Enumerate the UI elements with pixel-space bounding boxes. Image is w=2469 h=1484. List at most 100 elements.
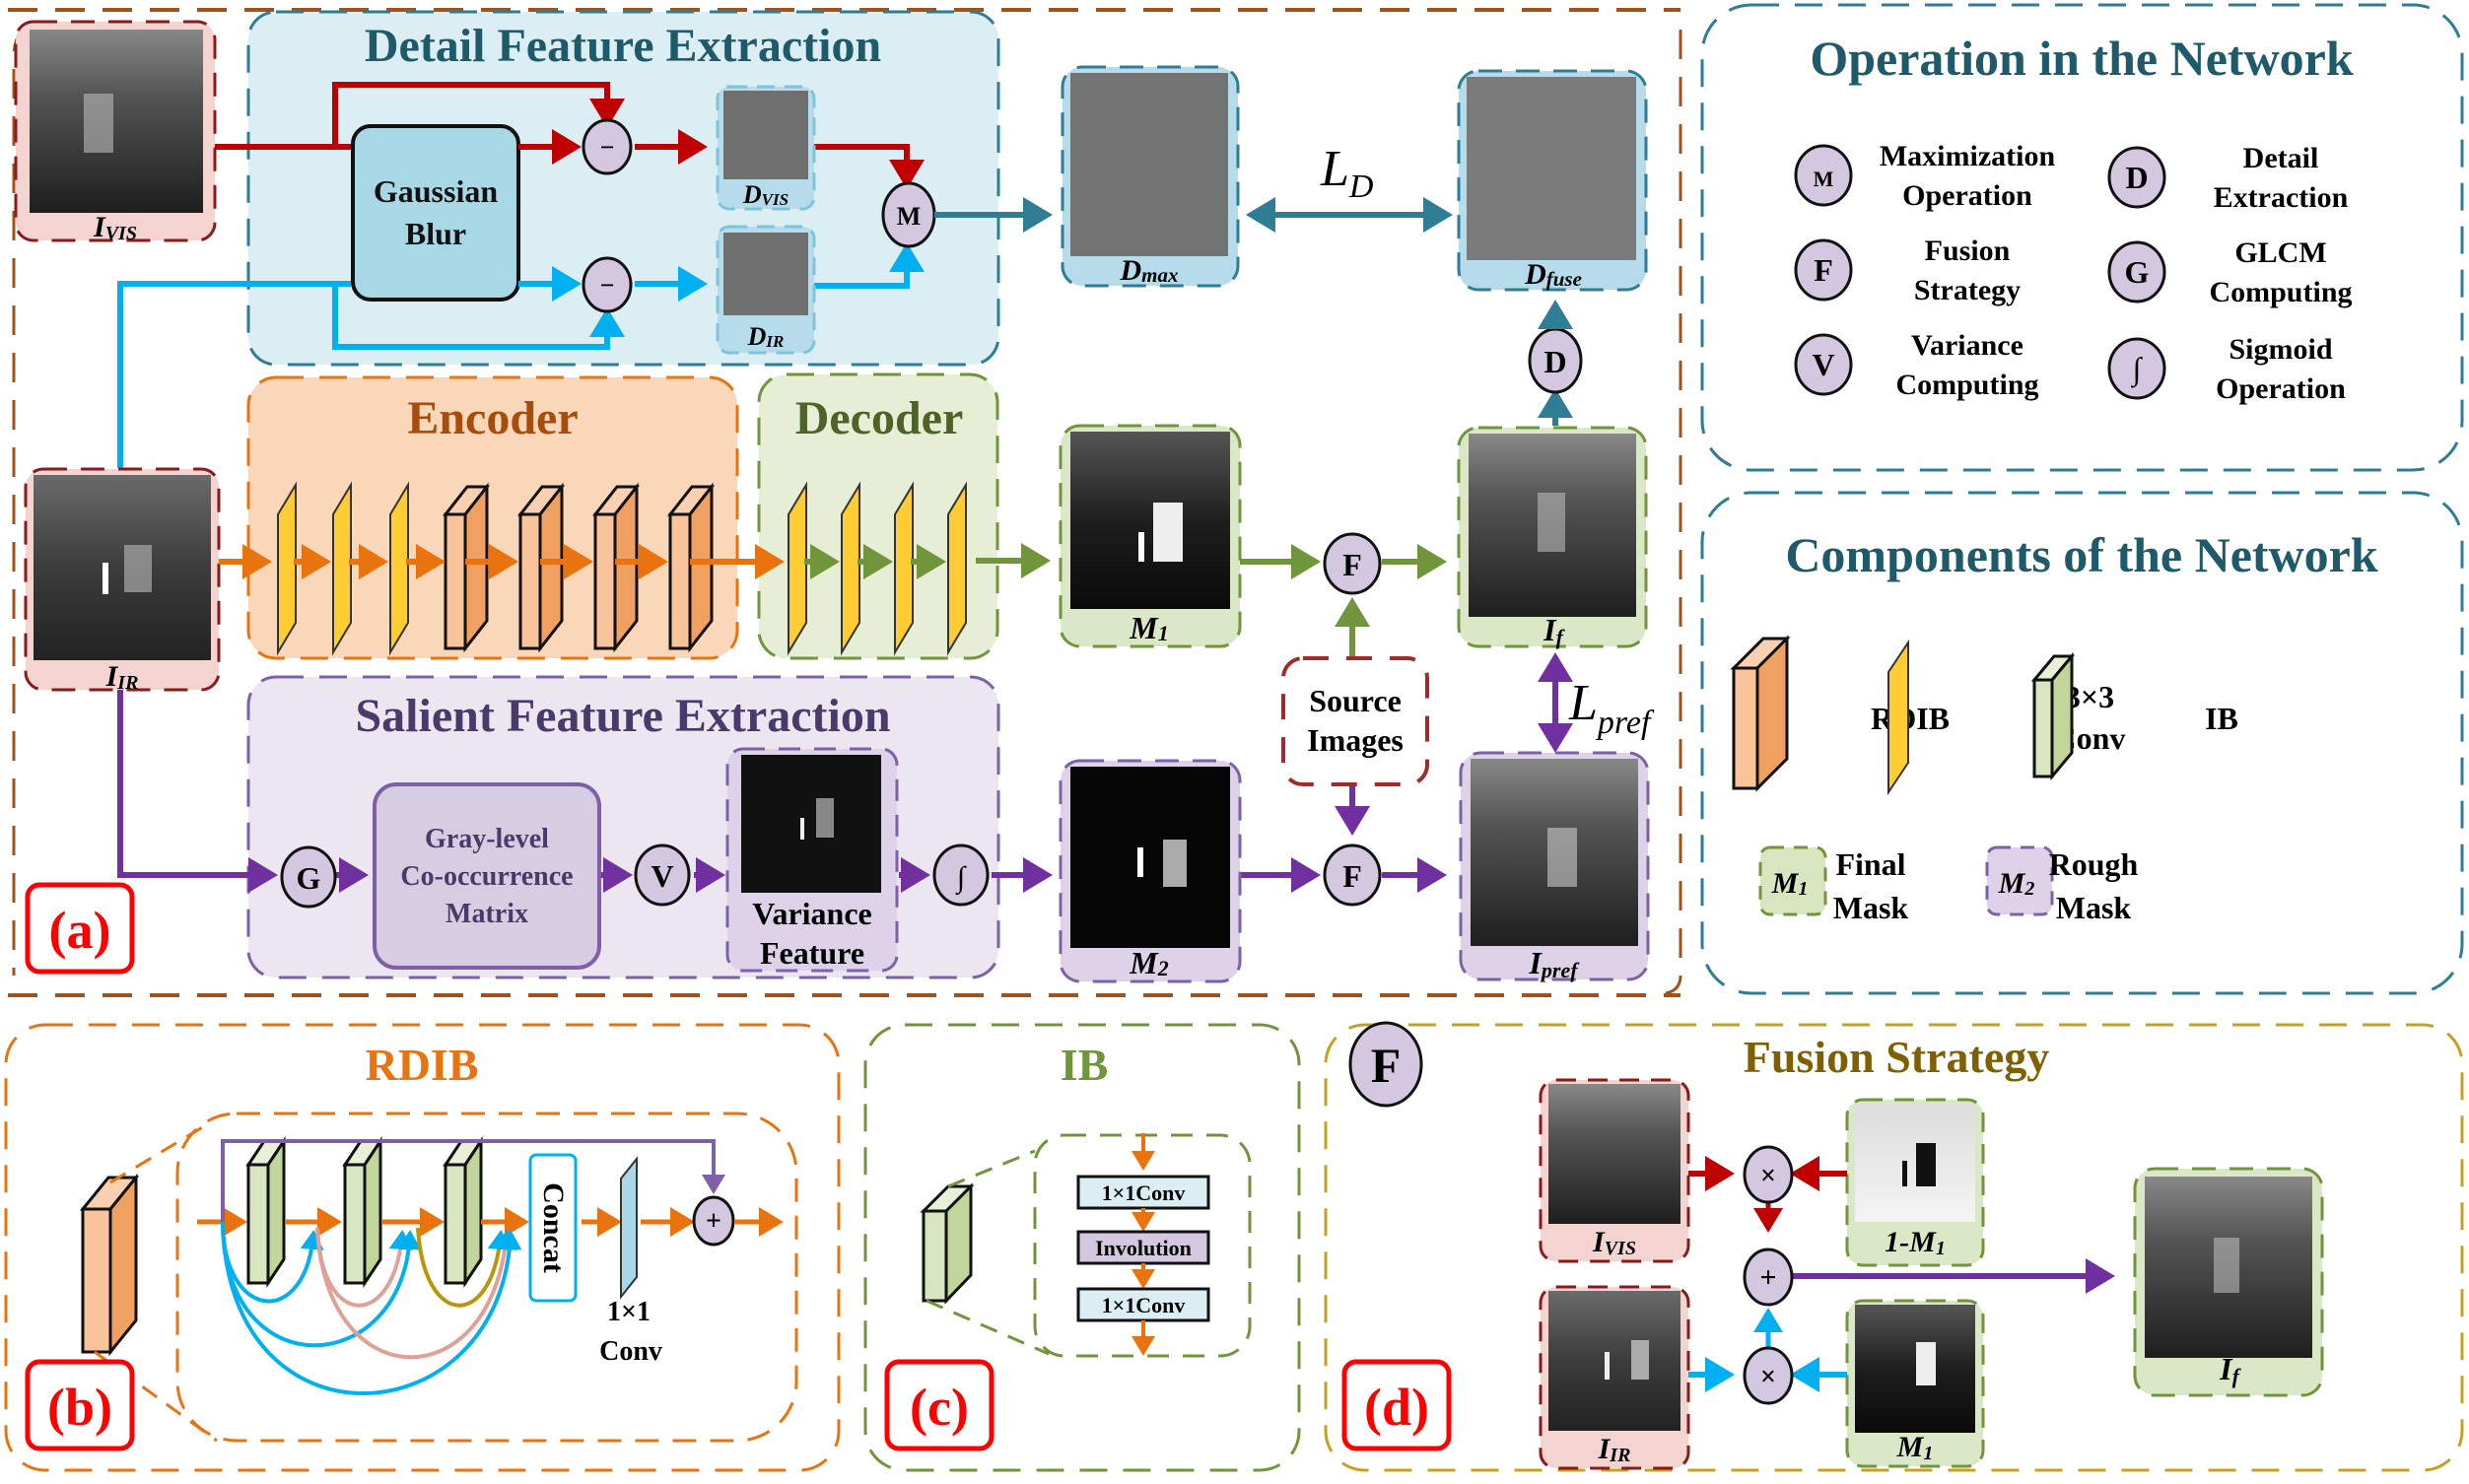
panel-c-tag-label: (c) [910,1378,969,1437]
ib-layer [342,1136,383,1288]
conv3x3-layer [332,481,352,656]
rdib-zoom-lines [94,1112,798,1443]
conv3x3-layer [841,481,860,656]
dense-connection-path [416,1227,512,1308]
source-images-box [1281,656,1429,786]
ib-step-label: Involution [1095,1236,1192,1260]
operation-symbol-icon [2107,146,2166,209]
m2-tile [1059,759,1242,983]
subtract-op-vis-label: − [600,133,615,162]
loss-d-label: LD [1320,141,1374,205]
d-one-minus-m1-image [1855,1104,1975,1222]
conv3x3-legend-icon [1887,639,1909,796]
operation-panel [1700,3,2464,472]
operation-symbol-icon [2107,337,2166,400]
d-i-vis-image [1548,1084,1680,1224]
operation-name-line1: Variance [1911,329,2023,362]
d-vis-tile [716,85,816,211]
conv3x3-layer [277,481,297,656]
add-op-label: + [1759,1261,1776,1294]
d-i-ir-image [1548,1291,1680,1431]
dense-connection-path [315,1227,517,1360]
ib-layer [443,1136,484,1288]
d-i-f-label: If [2219,1351,2241,1388]
panel-b-frame [4,1023,841,1472]
operation-symbol: G [2125,254,2150,290]
subtract-op-ir-label: − [600,271,615,300]
panel-c-tag [884,1359,994,1451]
fusion-badge-label: F [1371,1038,1402,1093]
panel-b-tag [25,1359,135,1451]
panel-b-title: RDIB [365,1040,478,1090]
operation-symbol: F [1814,252,1833,288]
residual-add-label: + [706,1206,721,1237]
d-i-vis-label: IVIS [1592,1226,1636,1259]
d-fuse-tile [1457,69,1648,292]
ir-detail-path [117,242,925,468]
ib-step-block: Involution [1076,1230,1210,1265]
operation-name-line2: Computing [2209,276,2352,308]
multiply-op-vis-label: × [1760,1161,1776,1191]
rdib-layer [591,482,641,653]
operation-symbol-icon [2107,240,2166,304]
concat-block [528,1153,578,1303]
m2-legend-icon [1985,845,2054,916]
d-i-ir-tile [1539,1285,1690,1470]
conv3x3-layer [788,481,807,656]
d-one-minus-m1-label: 1-M1 [1885,1226,1946,1259]
dense-connection-path [221,1221,522,1395]
conv1x1-block [620,1156,638,1300]
d-i-ir-label: IIR [1598,1433,1631,1466]
rdib-block-icon [79,1173,140,1357]
m2-label: M2 [1129,945,1168,980]
panel-d-tag-label: (d) [1364,1378,1429,1437]
glcm-op-label: G [297,860,321,896]
encoder-layers [219,481,785,656]
ib-step-block: 1×1Conv [1076,1175,1210,1210]
ib-legend-label: IB [2205,701,2238,736]
i-vis-image [30,30,203,213]
m2-legend-line2: Mask [2056,890,2132,925]
operation-name-line1: GLCM [2234,236,2326,269]
d-i-vis-tile [1539,1078,1690,1263]
i-f-tile [1457,426,1648,648]
m1-image [1070,432,1230,609]
m1-legend-symbol: M1 [1771,867,1809,900]
add-op [1743,1248,1794,1307]
operation-name-line1: Fusion [1925,235,2011,267]
conv3x3-layer [947,481,967,656]
d-max-label: Dmax [1119,254,1178,287]
operation-legend-item: G GLCM Computing [2107,236,2353,308]
glcm-line2: Co-occurrence [400,861,573,892]
m1-legend-line1: Final [1835,846,1905,882]
multiply-op-ir [1743,1346,1794,1405]
conv1x1-line2: Conv [599,1336,662,1367]
operation-symbol-icon [1794,238,1853,302]
operation-symbol: V [1812,347,1834,382]
rdib-legend-label: RDIB [1871,701,1950,736]
m1-label: M1 [1129,610,1168,645]
d-ir-image [723,233,808,315]
conv1x1-line1: 1×1 [607,1297,651,1327]
d-max-tile [1061,65,1240,288]
subtract-op-ir [582,256,633,313]
i-ir-tile [24,467,221,692]
rdib-legend-icon [1730,635,1791,792]
m2-image [1070,767,1230,948]
variance-feature-image [741,755,881,893]
gaussian-blur-line2: Blur [405,216,466,251]
panel-d-tag [1341,1359,1452,1451]
fusion-op-top [1323,532,1382,595]
multiply-op-ir-label: × [1760,1362,1776,1392]
decoder-box [757,372,999,660]
operation-symbol-icon [1794,144,1853,207]
fusion-op-top-label: F [1342,547,1362,582]
d-i-f-tile [2133,1167,2324,1397]
rdib-layer [442,482,491,653]
